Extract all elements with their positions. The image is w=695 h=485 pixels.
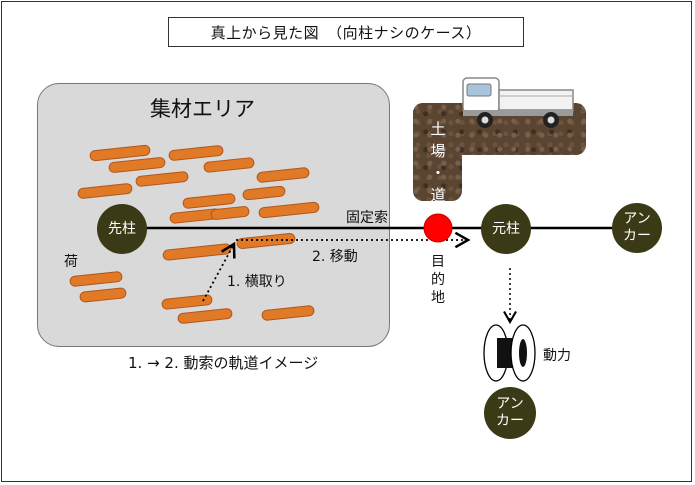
truck-icon <box>462 77 574 128</box>
log <box>79 287 127 303</box>
load-label: 荷 <box>64 254 78 270</box>
log <box>161 294 213 310</box>
log <box>258 201 320 219</box>
log <box>261 305 315 321</box>
diagram-title: 真上から見た図 （向柱ナシのケース） <box>168 17 524 47</box>
logs <box>69 144 320 324</box>
yarding-area-label: 集材エリア <box>150 97 255 121</box>
destination-label: 目 的 地 <box>429 253 447 307</box>
log <box>108 157 166 173</box>
landing-road-char: 道 <box>430 186 446 204</box>
destination-label-char: 的 <box>431 272 445 288</box>
log <box>242 185 286 201</box>
log <box>135 171 189 187</box>
destination-label-char: 目 <box>431 254 445 270</box>
head-spar-node: 先柱 <box>97 204 147 254</box>
destination-point <box>423 213 453 243</box>
log <box>69 271 123 287</box>
log <box>236 232 296 250</box>
winch-drum-icon <box>483 324 536 382</box>
log <box>89 144 151 162</box>
anchor-bottom-line: カー <box>496 413 524 429</box>
lateral-pull-label: 1. 横取り <box>227 274 287 290</box>
log <box>182 193 236 209</box>
anchor-bottom-line: アン <box>496 396 524 412</box>
lateral-pull-arrow <box>202 241 236 302</box>
log <box>256 167 310 183</box>
landing-road-char: ・ <box>430 164 446 182</box>
anchor-right-line: アン <box>623 211 651 227</box>
log <box>177 308 233 324</box>
log <box>162 243 232 261</box>
fixed-cable-label: 固定索 <box>346 210 388 226</box>
anchor-bottom-node: アン カー <box>484 387 536 439</box>
power-label: 動力 <box>543 348 571 364</box>
log <box>168 145 224 161</box>
anchor-right-node: アン カー <box>612 203 662 253</box>
destination-label-char: 地 <box>431 290 445 306</box>
log <box>210 206 250 220</box>
log <box>203 157 255 173</box>
landing-road-label: 土 場 ・ 道 <box>426 118 450 206</box>
tail-spar-node: 元柱 <box>481 204 531 254</box>
log <box>77 183 133 199</box>
movement-label: 2. 移動 <box>312 249 358 265</box>
anchor-right-line: カー <box>623 228 651 244</box>
trajectory-caption: 1. → 2. 動索の軌道イメージ <box>128 354 319 372</box>
landing-road-char: 土 <box>430 120 446 138</box>
landing-road-char: 場 <box>430 142 446 160</box>
